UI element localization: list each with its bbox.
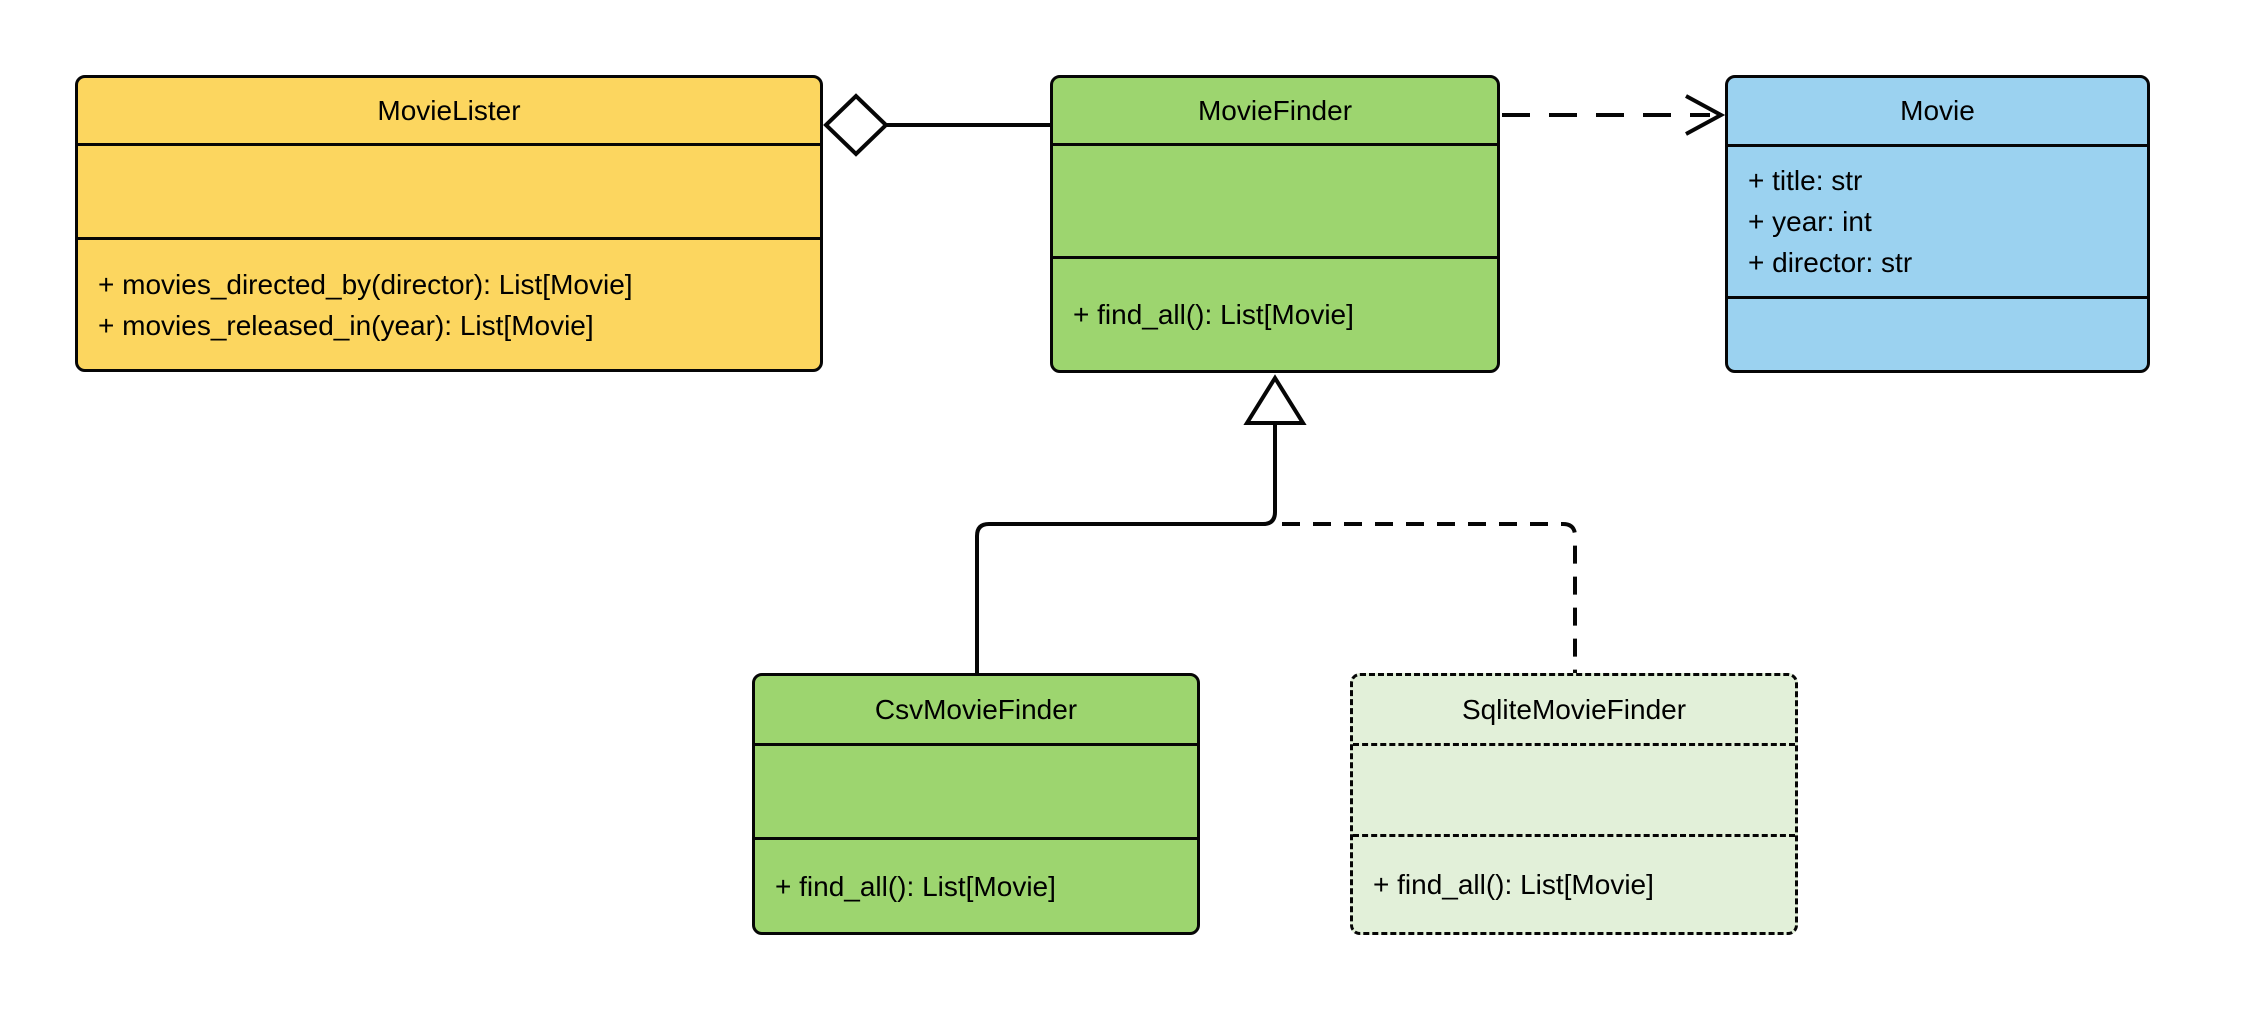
method-entry: + find_all(): List[Movie] — [1373, 869, 1654, 900]
class-name-moviefinder: MovieFinder — [1197, 94, 1353, 126]
attributes-compartment-csvmoviefinder — [755, 743, 1197, 837]
method-entry: + movies_directed_by(director): List[Mov… — [98, 268, 633, 300]
class-name-movie: Movie — [1900, 95, 1975, 126]
hollow-diamond-marker — [823, 93, 889, 157]
generalization-connector-csvmoviefinder-moviefinder[interactable] — [975, 423, 1277, 674]
attributes-compartment-sqlitemoviefinder — [1353, 743, 1795, 834]
method-entry: + find_all(): List[Movie] — [775, 870, 1056, 902]
generalization-dashed-line[interactable] — [1282, 522, 1577, 674]
methods-compartment-csvmoviefinder: + find_all(): List[Movie] — [755, 837, 1197, 932]
methods-compartment-movie — [1728, 296, 2147, 370]
method-entry: + movies_released_in(year): List[Movie] — [98, 309, 594, 341]
attributes-compartment-movielister — [78, 143, 820, 237]
class-name-csvmoviefinder: CsvMovieFinder — [874, 693, 1078, 725]
class-moviefinder[interactable]: MovieFinder + find_all(): List[Movie] — [1050, 75, 1500, 373]
attributes-compartment-moviefinder — [1053, 143, 1497, 256]
dependency-connector-moviefinder-movie[interactable] — [1502, 94, 1726, 136]
class-name-sqlitemoviefinder: SqliteMovieFinder — [1461, 693, 1687, 725]
methods-compartment-moviefinder: + find_all(): List[Movie] — [1053, 256, 1497, 370]
open-arrowhead — [1685, 94, 1726, 136]
aggregation-connector-movielister-moviefinder[interactable] — [823, 93, 1053, 157]
methods-compartment-sqlitemoviefinder: + find_all(): List[Movie] — [1353, 834, 1795, 932]
attribute-entry: + year: int — [1748, 206, 1872, 237]
class-sqlitemoviefinder[interactable]: SqliteMovieFinder + find_all(): List[Mov… — [1350, 673, 1798, 935]
class-movie[interactable]: Movie + title: str + year: int + directo… — [1725, 75, 2150, 373]
attribute-entry: + title: str — [1748, 165, 1863, 196]
method-entry: + find_all(): List[Movie] — [1073, 299, 1354, 330]
attributes-compartment-movie: + title: str + year: int + director: str — [1728, 144, 2147, 296]
generalization-connector-sqlitemoviefinder-moviefinder[interactable] — [1282, 522, 1577, 674]
class-movielister[interactable]: MovieLister + movies_directed_by(directo… — [75, 75, 823, 372]
attribute-entry: + director: str — [1748, 247, 1913, 278]
class-csvmoviefinder[interactable]: CsvMovieFinder + find_all(): List[Movie] — [752, 673, 1200, 935]
class-name-movielister: MovieLister — [377, 94, 521, 126]
hollow-triangle-marker — [1243, 374, 1307, 425]
generalization-solid-line[interactable] — [975, 423, 1277, 674]
methods-compartment-movielister: + movies_directed_by(director): List[Mov… — [78, 237, 820, 369]
